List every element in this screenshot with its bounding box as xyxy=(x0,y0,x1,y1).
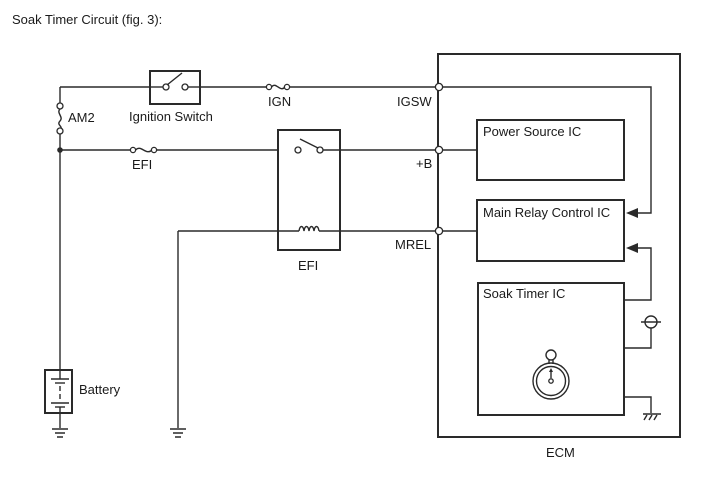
am2-label: AM2 xyxy=(68,110,95,125)
fuse-icon xyxy=(56,102,64,135)
mrel-label: MREL xyxy=(395,237,431,252)
mrel-terminal: MREL xyxy=(395,226,444,252)
efi-fuse: EFI xyxy=(129,146,158,172)
switch-icon xyxy=(162,72,189,91)
igsw-label: IGSW xyxy=(397,94,432,109)
soak-timer-output-wire xyxy=(624,247,652,301)
power-source-ic-label: Power Source IC xyxy=(483,124,581,139)
connector-icon xyxy=(434,226,444,236)
relay-coil-icon xyxy=(298,225,320,232)
main-relay-control-ic-label: Main Relay Control IC xyxy=(483,205,610,220)
stopwatch-icon xyxy=(532,349,570,400)
soak-timer-supply-wire xyxy=(624,328,652,349)
connector-icon xyxy=(641,315,661,329)
ignition-switch-label: Ignition Switch xyxy=(129,109,213,124)
chassis-ground-icon xyxy=(643,413,661,421)
arrow-icon xyxy=(626,208,638,218)
efi-relay-label: EFI xyxy=(298,258,318,273)
left-bus-wire xyxy=(59,86,150,428)
ignition-switch: Ignition Switch xyxy=(129,70,213,124)
fuse-icon xyxy=(265,83,291,91)
arrow-icon xyxy=(626,243,638,253)
soak-timer-ground-wire xyxy=(624,396,652,413)
fuse-icon xyxy=(129,146,158,154)
battery: Battery xyxy=(44,369,121,414)
b-plus-label: +B xyxy=(416,156,432,171)
am2-fuse: AM2 xyxy=(56,102,95,135)
ign-label: IGN xyxy=(268,94,291,109)
igsw-terminal: IGSW xyxy=(397,82,444,109)
main-relay-control-ic: Main Relay Control IC xyxy=(476,199,625,262)
connector-icon xyxy=(434,82,444,92)
ign-fuse: IGN xyxy=(265,83,291,109)
switch-icon xyxy=(294,138,324,154)
soak-timer-ic-label: Soak Timer IC xyxy=(483,286,565,301)
efi-relay: EFI xyxy=(277,129,436,273)
ecm: ECM IGSW +B MREL Power Source IC Main Re… xyxy=(395,53,681,460)
ground-icon xyxy=(52,428,68,438)
diagram-title: Soak Timer Circuit (fig. 3): xyxy=(12,12,162,27)
efi-fuse-label: EFI xyxy=(132,157,152,172)
power-source-ic: Power Source IC xyxy=(476,119,625,181)
ground-icon xyxy=(170,428,186,438)
soak-timer-ic: Soak Timer IC xyxy=(477,282,625,416)
connector-icon xyxy=(434,145,444,155)
igsw-internal-wire xyxy=(443,86,652,214)
battery-label: Battery xyxy=(79,382,121,397)
ecm-label: ECM xyxy=(546,445,575,460)
b-plus-terminal: +B xyxy=(416,145,444,171)
